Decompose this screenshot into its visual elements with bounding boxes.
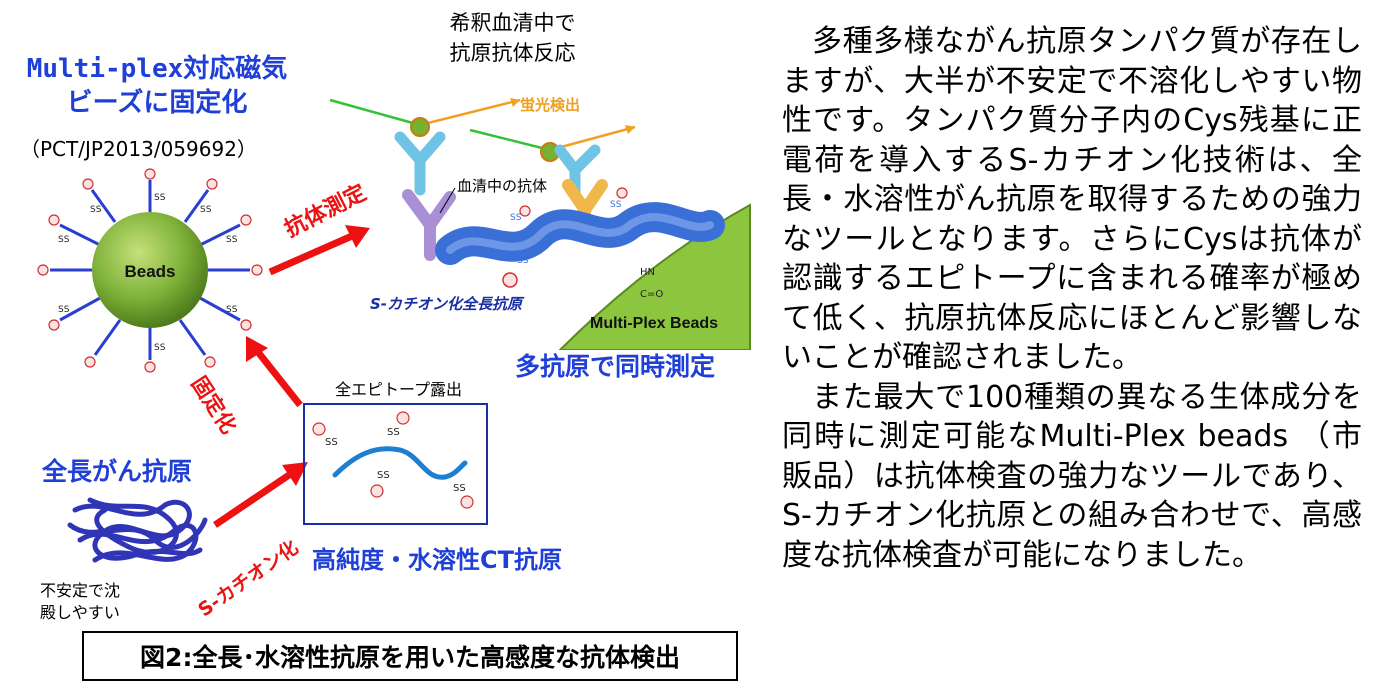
ss-label: SS xyxy=(58,305,70,315)
unstable-line1: 不安定で沈 xyxy=(40,581,121,600)
arrow-antibody-measure xyxy=(268,232,354,276)
simultaneous-measure-label: 多抗原で同時測定 xyxy=(515,352,716,381)
ss-label: SS xyxy=(154,343,166,353)
paragraph-2: また最大で100種類の異なる生体成分を同時に測定可能なMulti-Plex be… xyxy=(782,379,1362,573)
ss-label: SS xyxy=(517,256,529,266)
ss-label: SS xyxy=(610,200,622,210)
epitope-box: SS SS SS SS xyxy=(303,403,488,525)
bead-illustration: Beads SS SS SS SS SS SS SS SS xyxy=(37,168,263,373)
multiplex-beads-label: Multi-Plex Beads xyxy=(590,315,718,332)
beads-label: Beads xyxy=(124,262,175,281)
multiplex-title-line2: ビーズに固定化 xyxy=(66,88,248,118)
ss-label: SS xyxy=(226,235,238,245)
ss-label: SS xyxy=(325,437,338,448)
arrow-head xyxy=(282,462,308,486)
fluorophore xyxy=(410,117,430,137)
paragraph-1: 多種多様ながん抗原タンパク質が存在しますが、大半が不安定で不溶化しやすい物性です… xyxy=(782,24,1362,375)
ss-label: SS xyxy=(58,235,70,245)
antigen-ribbon-highlight xyxy=(446,213,714,254)
full-length-antigen-label: 全長がん抗原 xyxy=(42,457,193,486)
serum-antibody-label: 血清中の抗体 xyxy=(457,177,548,195)
bead-sphere xyxy=(92,212,208,328)
secondary-antibody xyxy=(394,131,446,196)
excitation-line xyxy=(329,98,421,127)
figure-caption: 図2:全長･水溶性抗原を用いた高感度な抗体検出 xyxy=(82,631,738,681)
tangled-antigen xyxy=(67,497,208,563)
arrow-head xyxy=(625,125,635,134)
co-label: C=O xyxy=(640,289,663,300)
arrow-immobilize xyxy=(255,349,303,408)
ss-label: SS xyxy=(510,213,522,223)
emission-line xyxy=(419,98,521,127)
unstable-line2: 殿しやすい xyxy=(40,603,120,622)
dilution-line1: 希釈血清中で xyxy=(449,11,576,35)
positive-charge xyxy=(519,205,531,217)
ss-label: SS xyxy=(377,470,390,481)
ss-label: SS xyxy=(154,193,166,203)
unstable-label: 不安定で沈 殿しやすい xyxy=(40,580,120,624)
ss-label: SS xyxy=(387,427,400,438)
arrow-head xyxy=(246,336,268,362)
unfolded-chain xyxy=(332,446,468,480)
arrow-head xyxy=(345,225,370,248)
positive-charge xyxy=(616,187,628,199)
ss-label: SS xyxy=(200,205,212,215)
excitation-line xyxy=(469,128,551,152)
ss-label: SS xyxy=(453,483,466,494)
all-epitope-label: 全エピトープ露出 xyxy=(335,380,463,399)
patent-number: （PCT/JP2013/059692） xyxy=(20,137,257,161)
high-purity-label: 高純度・水溶性CT抗原 xyxy=(312,546,562,574)
body-text: 多種多様ながん抗原タンパク質が存在しますが、大半が不安定で不溶化しやすい物性です… xyxy=(782,22,1362,575)
fluorescence-label: 蛍光検出 xyxy=(520,96,581,114)
ss-label: SS xyxy=(226,305,238,315)
ss-label: SS xyxy=(90,205,102,215)
multiplex-title-line1: Multi-plex対応磁気 xyxy=(26,54,288,84)
hn-label: HN xyxy=(640,267,655,278)
antibody-scene: SS SS SS HN C=O Multi-Plex Beads xyxy=(329,98,751,350)
positive-charge xyxy=(502,272,518,288)
s-cation-antigen-label: S-カチオン化全長抗原 xyxy=(370,295,523,313)
figure-diagram: Multi-plex対応磁気 ビーズに固定化 （PCT/JP2013/05969… xyxy=(20,8,751,681)
unfolded-antigen: SS SS SS SS xyxy=(312,411,474,509)
dilution-line2: 抗原抗体反応 xyxy=(449,41,576,65)
multiplex-title: Multi-plex対応磁気 ビーズに固定化 xyxy=(22,52,292,120)
arrow-s-cation xyxy=(213,470,294,528)
process-arrows xyxy=(213,225,370,528)
callout-line xyxy=(439,187,456,214)
dilution-label: 希釈血清中で 抗原抗体反応 xyxy=(420,8,605,68)
arrow-head xyxy=(510,98,520,107)
emission-line xyxy=(549,125,636,152)
